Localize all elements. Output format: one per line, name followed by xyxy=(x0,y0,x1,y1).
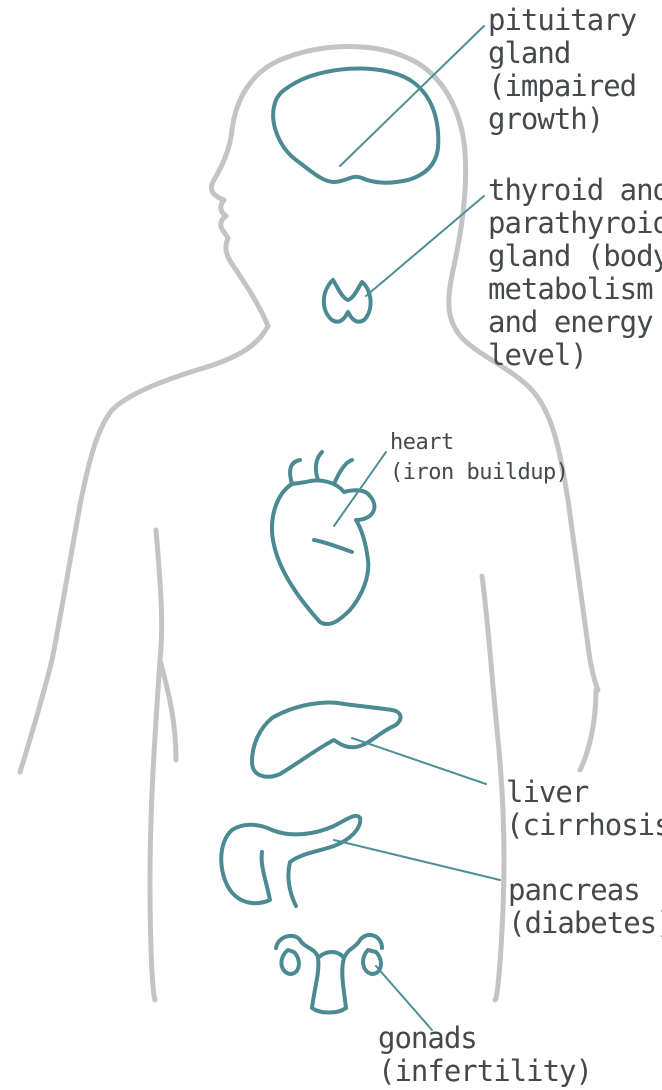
body-left-shoulder xyxy=(20,326,268,772)
liver-organ xyxy=(252,703,401,777)
body-right-inner xyxy=(482,576,504,1000)
heart-organ xyxy=(272,452,374,624)
thyroid-leader-line xyxy=(366,196,484,296)
liver-label: liver (cirrhosis) xyxy=(506,776,662,842)
thyroid-organ xyxy=(324,280,371,322)
pancreas-leader-line xyxy=(334,840,500,880)
heart-label: heart (iron buildup) xyxy=(390,428,568,488)
pancreas-label: pancreas (diabetes) xyxy=(508,874,662,940)
pancreas-organ xyxy=(221,816,360,906)
liver-leader-line xyxy=(352,738,486,784)
thyroid-label: thyroid and parathyroid gland (body meta… xyxy=(488,174,662,372)
gonads-organ xyxy=(276,935,382,1013)
body-right-hip xyxy=(580,690,596,770)
gonads-label: gonads (infertility) xyxy=(378,1022,592,1088)
body-left-hip xyxy=(160,660,176,760)
pituitary-label: pituitary gland (impaired growth) xyxy=(488,4,636,136)
body-left-inner xyxy=(150,530,162,1000)
brain-organ xyxy=(273,69,438,183)
organs xyxy=(221,69,438,1013)
